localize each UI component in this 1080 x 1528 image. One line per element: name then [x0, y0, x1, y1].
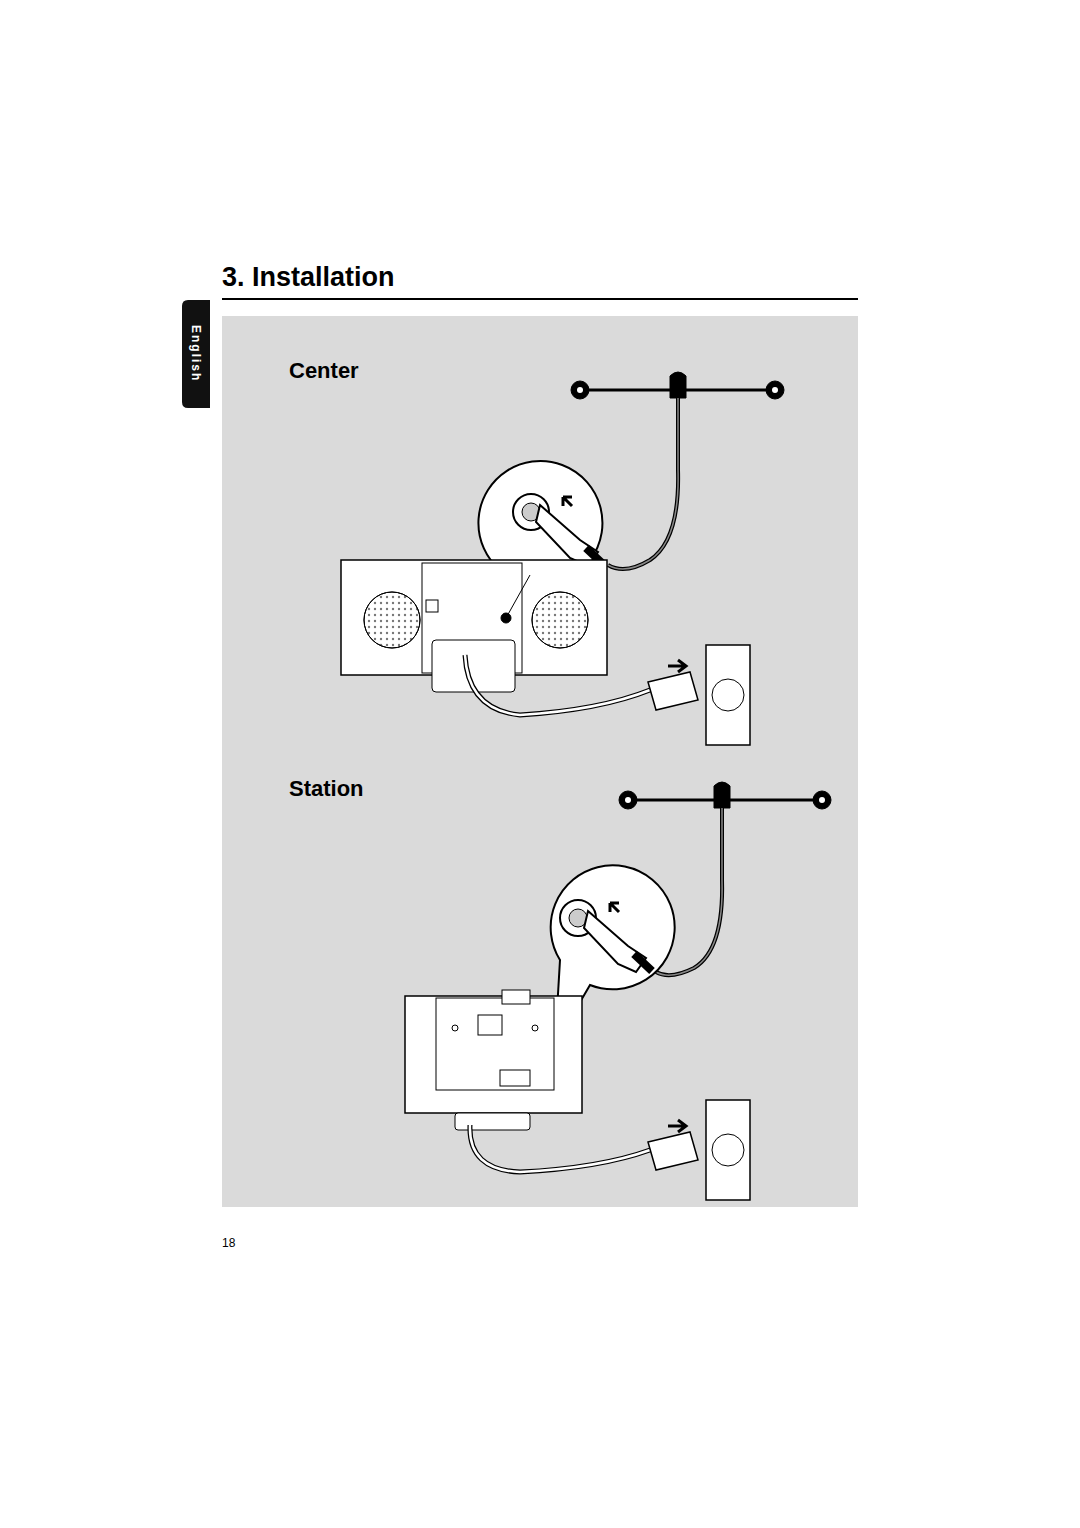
station-unit — [405, 990, 582, 1130]
page-number: 18 — [222, 1236, 235, 1250]
power-cord — [465, 645, 750, 745]
figure-panel — [222, 316, 858, 1207]
figure-heading: Station — [289, 776, 364, 802]
language-tab — [182, 300, 210, 408]
language-tab-label: English — [189, 325, 203, 381]
power-cord — [470, 1100, 750, 1200]
center-unit — [341, 560, 607, 692]
figure-heading: Center — [289, 358, 359, 384]
fm-antenna — [571, 372, 784, 569]
section-title: 3. Installation — [222, 262, 395, 293]
title-rule — [222, 298, 858, 300]
